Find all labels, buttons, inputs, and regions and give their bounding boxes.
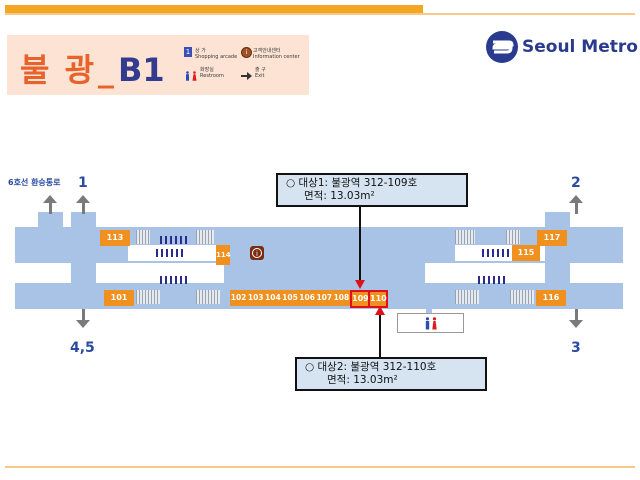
exit-2-arrow-icon [569, 195, 583, 203]
legend-exit-ko: 출 구 [255, 67, 266, 73]
target-1-arrowhead-icon [355, 280, 365, 289]
exit-1-label: 1 [78, 175, 88, 191]
information-center-icon[interactable]: i [250, 246, 264, 260]
shop-115: 115 [512, 245, 540, 261]
exit-3-arrow-shaft [575, 309, 578, 320]
stairs [506, 230, 520, 244]
exit-2-arrow-shaft [575, 203, 578, 214]
legend-info: 고객안내센터 Information center [253, 48, 300, 60]
legend-info-ko: 고객안내센터 [253, 48, 281, 54]
center-right-wall [425, 263, 545, 283]
right-wall-block [570, 263, 623, 283]
target-1-pointer [359, 206, 361, 282]
stairs [196, 290, 220, 304]
exit-45-label: 4,5 [70, 340, 95, 356]
left-wall-block [15, 263, 71, 283]
exit-45-arrow-shaft [82, 309, 85, 320]
exit-1-corridor [71, 212, 96, 309]
legend-info-en: Information center [253, 54, 300, 60]
target-2-pointer [379, 314, 381, 358]
exit-1-arrow-icon [76, 195, 90, 203]
title-separator: _ [98, 51, 117, 89]
center-left-wall [96, 263, 224, 283]
restroom [397, 313, 464, 333]
top-accent-bar [5, 5, 423, 13]
bottom-rule [5, 466, 635, 468]
legend-restroom: 화장실 Restroom [200, 67, 224, 79]
legend-restroom-ko: 화장실 [200, 67, 214, 73]
shop-107: 107 [315, 290, 333, 306]
upper-passage [230, 245, 455, 261]
exit-3-arrow-icon [569, 320, 583, 328]
target-1-area: 면적: 13.03m² [304, 190, 375, 202]
target-2-area: 면적: 13.03m² [327, 374, 398, 386]
exit-1-arrow-shaft [82, 203, 85, 214]
exit-3-label: 3 [571, 340, 581, 356]
target-2-arrowhead-icon [375, 306, 385, 315]
info-legend-icon: i [241, 47, 252, 58]
page-title: 불 광_B1 [20, 45, 165, 91]
target-1-title: ○ 대상1: 불광역 312-109호 [286, 177, 418, 189]
legend-shop: 상 가 Shopping arcade [195, 48, 237, 60]
legend-restroom-en: Restroom [200, 73, 224, 79]
escalator-icon [482, 249, 512, 257]
legend-shop-en: Shopping arcade [195, 54, 238, 60]
stairs [196, 230, 214, 244]
stairs [136, 230, 150, 244]
escalator-icon [160, 276, 190, 284]
escalator-icon [478, 276, 508, 284]
shop-row-102-108: 102 103 104 105 106 107 108 [230, 290, 350, 306]
target-1-callout: ○ 대상1: 불광역 312-109호 면적: 13.03m² [276, 173, 468, 207]
target-2-title: ○ 대상2: 불광역 312-110호 [305, 361, 437, 373]
exit-2-label: 2 [571, 175, 581, 191]
restroom-passage [426, 300, 432, 314]
seoul-metro-logo-icon [485, 30, 519, 64]
shop-105: 105 [281, 290, 299, 306]
target-2-callout: ○ 대상2: 불광역 312-110호 면적: 13.03m² [295, 357, 487, 391]
transfer-label: 6호선 환승통로 [8, 178, 61, 187]
title-floor: B1 [118, 51, 165, 89]
exit-45-arrow-icon [76, 320, 90, 328]
shop-116: 116 [536, 290, 566, 306]
transfer-arrow-icon [43, 195, 57, 203]
legend-shop-ko: 상 가 [195, 48, 206, 54]
brand-name: Seoul Metro [522, 37, 638, 57]
shop-106: 106 [298, 290, 316, 306]
shop-113: 113 [100, 230, 130, 246]
stairs [455, 230, 475, 244]
shop-108: 108 [332, 290, 350, 306]
escalator-icon [160, 236, 190, 244]
title-panel [7, 35, 309, 95]
stairs [136, 290, 160, 304]
legend-exit: 출 구 Exit [255, 67, 266, 79]
shop-114: 114 [216, 245, 231, 265]
restroom-icon [425, 317, 437, 330]
exit-arrow-legend-icon [241, 66, 253, 80]
transfer-arrow-shaft [49, 203, 52, 214]
legend-exit-en: Exit [255, 73, 265, 79]
title-station: 불 광 [20, 51, 97, 89]
shop-101: 101 [104, 290, 134, 306]
shop-102: 102 [230, 290, 248, 306]
shop-109-highlight[interactable]: 109 [350, 290, 370, 308]
stairs [455, 290, 479, 304]
shop-103: 103 [247, 290, 265, 306]
shop-legend-icon: 1 [184, 47, 192, 57]
escalator-icon [156, 249, 186, 257]
top-rule [5, 13, 635, 15]
stairs [510, 290, 534, 304]
shop-117: 117 [537, 230, 567, 246]
shop-104: 104 [264, 290, 282, 306]
restroom-legend-icon [184, 66, 198, 81]
transfer-corridor [38, 212, 63, 228]
